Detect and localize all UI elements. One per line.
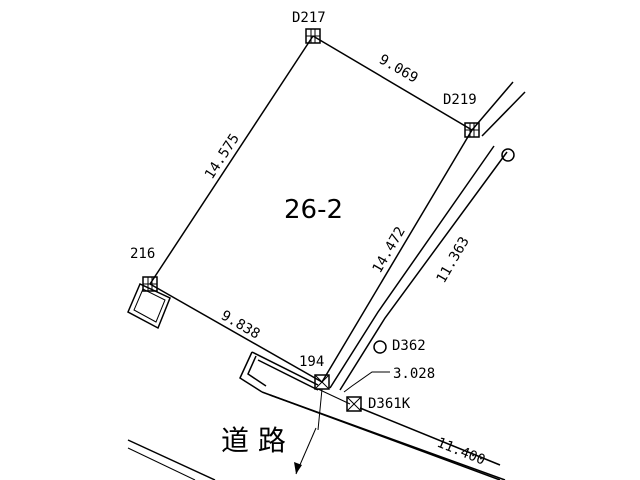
road-label: 道 路 (221, 424, 286, 457)
boundary-left (149, 35, 314, 285)
point-label-d217: D217 (292, 10, 326, 26)
boundary-bottom (149, 283, 323, 383)
curb-lower-edge-2 (269, 394, 506, 480)
road-far-edge (127, 439, 216, 480)
parcel-label: 26-2 (284, 195, 343, 225)
boundary-right (321, 129, 473, 383)
marker-d219 (464, 122, 480, 138)
distance-top: 9.069 (376, 52, 421, 87)
strip-line-upper (471, 81, 514, 131)
curb-left-end-inner (247, 355, 267, 387)
road-edge-line (359, 407, 501, 466)
marker-d217 (305, 28, 321, 44)
marker-216 (142, 276, 158, 292)
parcel-boundary (149, 35, 473, 383)
distance-strip: 11.363 (434, 234, 473, 286)
point-label-194: 194 (299, 354, 324, 370)
road-curb (127, 351, 506, 480)
leader-offset (343, 371, 390, 393)
point-label-d219: D219 (443, 92, 477, 108)
curb-upper-edge (251, 351, 319, 386)
adjacent-block-inner (133, 288, 166, 323)
strip-line-right (339, 151, 508, 391)
adjacent-block (127, 282, 171, 330)
road-far-edge-2 (127, 447, 196, 480)
marker-d361k (346, 396, 362, 412)
point-label-216: 216 (130, 246, 155, 262)
point-label-d361k: D361K (368, 396, 411, 412)
strip-line-inner (329, 145, 495, 389)
marker-194 (314, 374, 330, 390)
distance-bottom: 9.838 (218, 308, 263, 343)
curb-upper-edge-inner (257, 359, 319, 391)
road-arrow-head (294, 462, 302, 474)
leader-194 (317, 388, 323, 431)
marker-d362 (373, 340, 387, 354)
access-strip (329, 81, 526, 391)
point-label-d362: D362 (392, 338, 426, 354)
boundary-top (312, 35, 473, 131)
curb-joint (317, 388, 351, 405)
strip-marker (501, 148, 515, 162)
strip-line-upper-2 (481, 91, 526, 137)
distance-offset: 3.028 (393, 366, 435, 382)
curb-left-end (239, 351, 263, 393)
